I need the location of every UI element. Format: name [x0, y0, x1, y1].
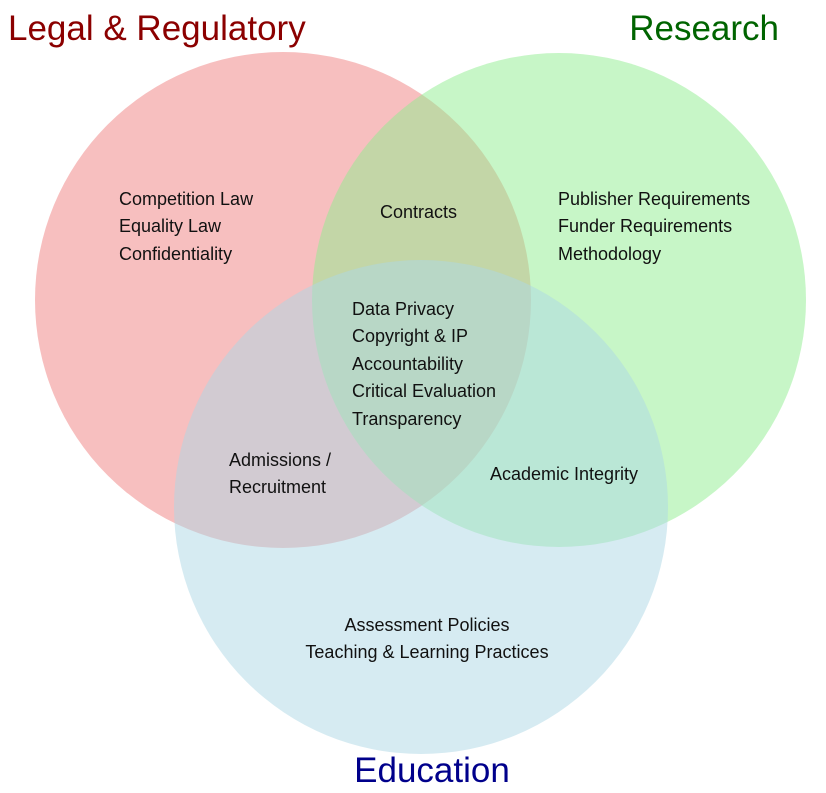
region-item: Data Privacy: [352, 299, 454, 319]
region-item: Critical Evaluation: [352, 381, 496, 401]
research-title: Research: [629, 9, 779, 48]
all-three-region: Data Privacy Copyright & IP Accountabili…: [352, 299, 496, 429]
legal-research-region: Contracts: [380, 202, 457, 222]
region-item: Confidentiality: [119, 244, 232, 264]
legal-title: Legal & Regulatory: [8, 9, 306, 48]
region-item: Methodology: [558, 244, 661, 264]
education-title: Education: [354, 751, 510, 790]
region-item: Assessment Policies: [344, 615, 509, 635]
region-item: Transparency: [352, 409, 461, 429]
region-item: Copyright & IP: [352, 326, 468, 346]
region-item: Contracts: [380, 202, 457, 222]
region-item: Admissions /: [229, 450, 331, 470]
education-only-region: Assessment Policies Teaching & Learning …: [305, 615, 548, 662]
region-item: Recruitment: [229, 477, 326, 497]
region-item: Accountability: [352, 354, 463, 374]
research-education-region: Academic Integrity: [490, 464, 638, 484]
education-circle: [174, 260, 668, 754]
region-item: Funder Requirements: [558, 216, 732, 236]
legal-only-region: Competition Law Equality Law Confidentia…: [119, 189, 254, 264]
region-item: Academic Integrity: [490, 464, 638, 484]
region-item: Equality Law: [119, 216, 222, 236]
region-item: Publisher Requirements: [558, 189, 750, 209]
legal-education-region: Admissions / Recruitment: [229, 450, 331, 497]
region-item: Competition Law: [119, 189, 254, 209]
region-item: Teaching & Learning Practices: [305, 642, 548, 662]
research-only-region: Publisher Requirements Funder Requiremen…: [558, 189, 750, 264]
